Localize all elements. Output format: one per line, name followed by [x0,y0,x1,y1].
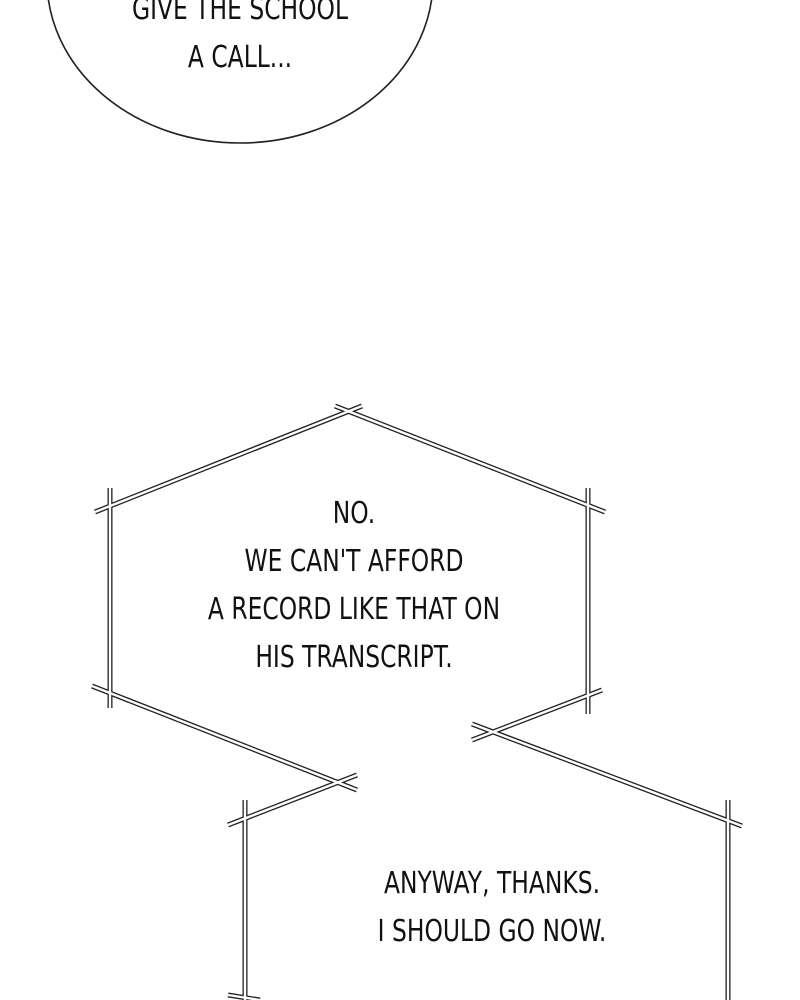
dialogue-line: GIVE THE SCHOOL [131,0,349,27]
dialogue-line: A RECORD LIKE THAT ON [207,592,501,627]
dialogue-line: NO. [332,496,376,531]
dialogue-line: HIS TRANSCRIPT. [255,640,453,675]
dialogue-line: ANYWAY, THANKS. [383,866,601,901]
thought-box-middle-text: NO. WE CAN'T AFFORD A RECORD LIKE THAT O… [159,490,549,682]
thought-box-outline [91,403,743,1000]
thought-box-bottom-text: ANYWAY, THANKS. I SHOULD GO NOW. [336,860,648,956]
dialogue-line: I SHOULD GO NOW. [377,914,607,949]
speech-bubble-top-text: GIVE THE SCHOOL A CALL... [84,0,396,82]
dialogue-line: A CALL... [187,40,293,75]
dialogue-line: WE CAN'T AFFORD [244,544,464,579]
speech-bubble-round [47,0,433,144]
